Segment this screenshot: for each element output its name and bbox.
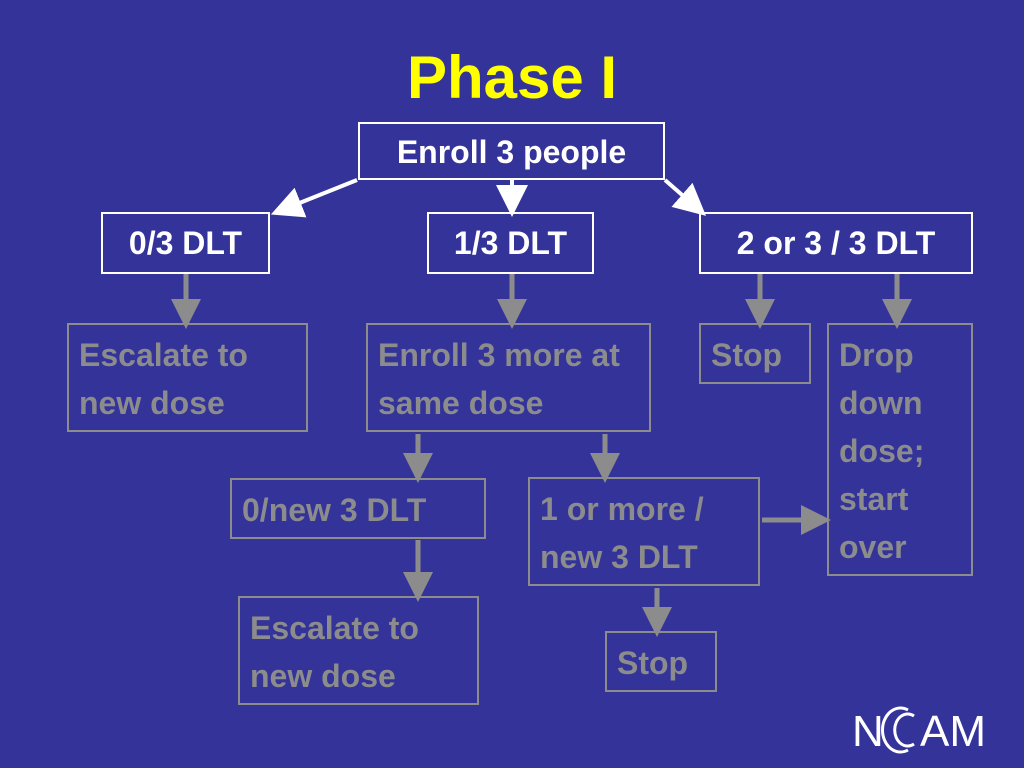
logo-letters-am: AM [920,707,986,756]
escalate-box-1: Escalate to new dose [67,323,308,432]
new-0-dlt-box: 0/new 3 DLT [230,478,486,539]
enroll-more-box: Enroll 3 more at same dose [366,323,651,432]
slide-title: Phase I [406,44,618,111]
new-1plus-dlt-box: 1 or more / new 3 DLT [528,477,760,586]
drop-down-box: Drop down dose; start over [827,323,973,576]
arrow-enroll-to-2or3dlt [663,178,707,216]
stop-box-2: Stop [605,631,717,692]
stop-box-1: Stop [699,323,811,384]
enroll-box: Enroll 3 people [358,122,665,180]
arrow-enroll-to-0dlt [270,178,358,218]
ncam-logo: N AM [852,706,986,756]
dlt-2or3-box: 2 or 3 / 3 DLT [699,212,973,274]
escalate-box-2: Escalate to new dose [238,596,479,705]
dlt-1-box: 1/3 DLT [427,212,594,274]
logo-letter-n: N [852,707,884,756]
dlt-0-box: 0/3 DLT [101,212,270,274]
